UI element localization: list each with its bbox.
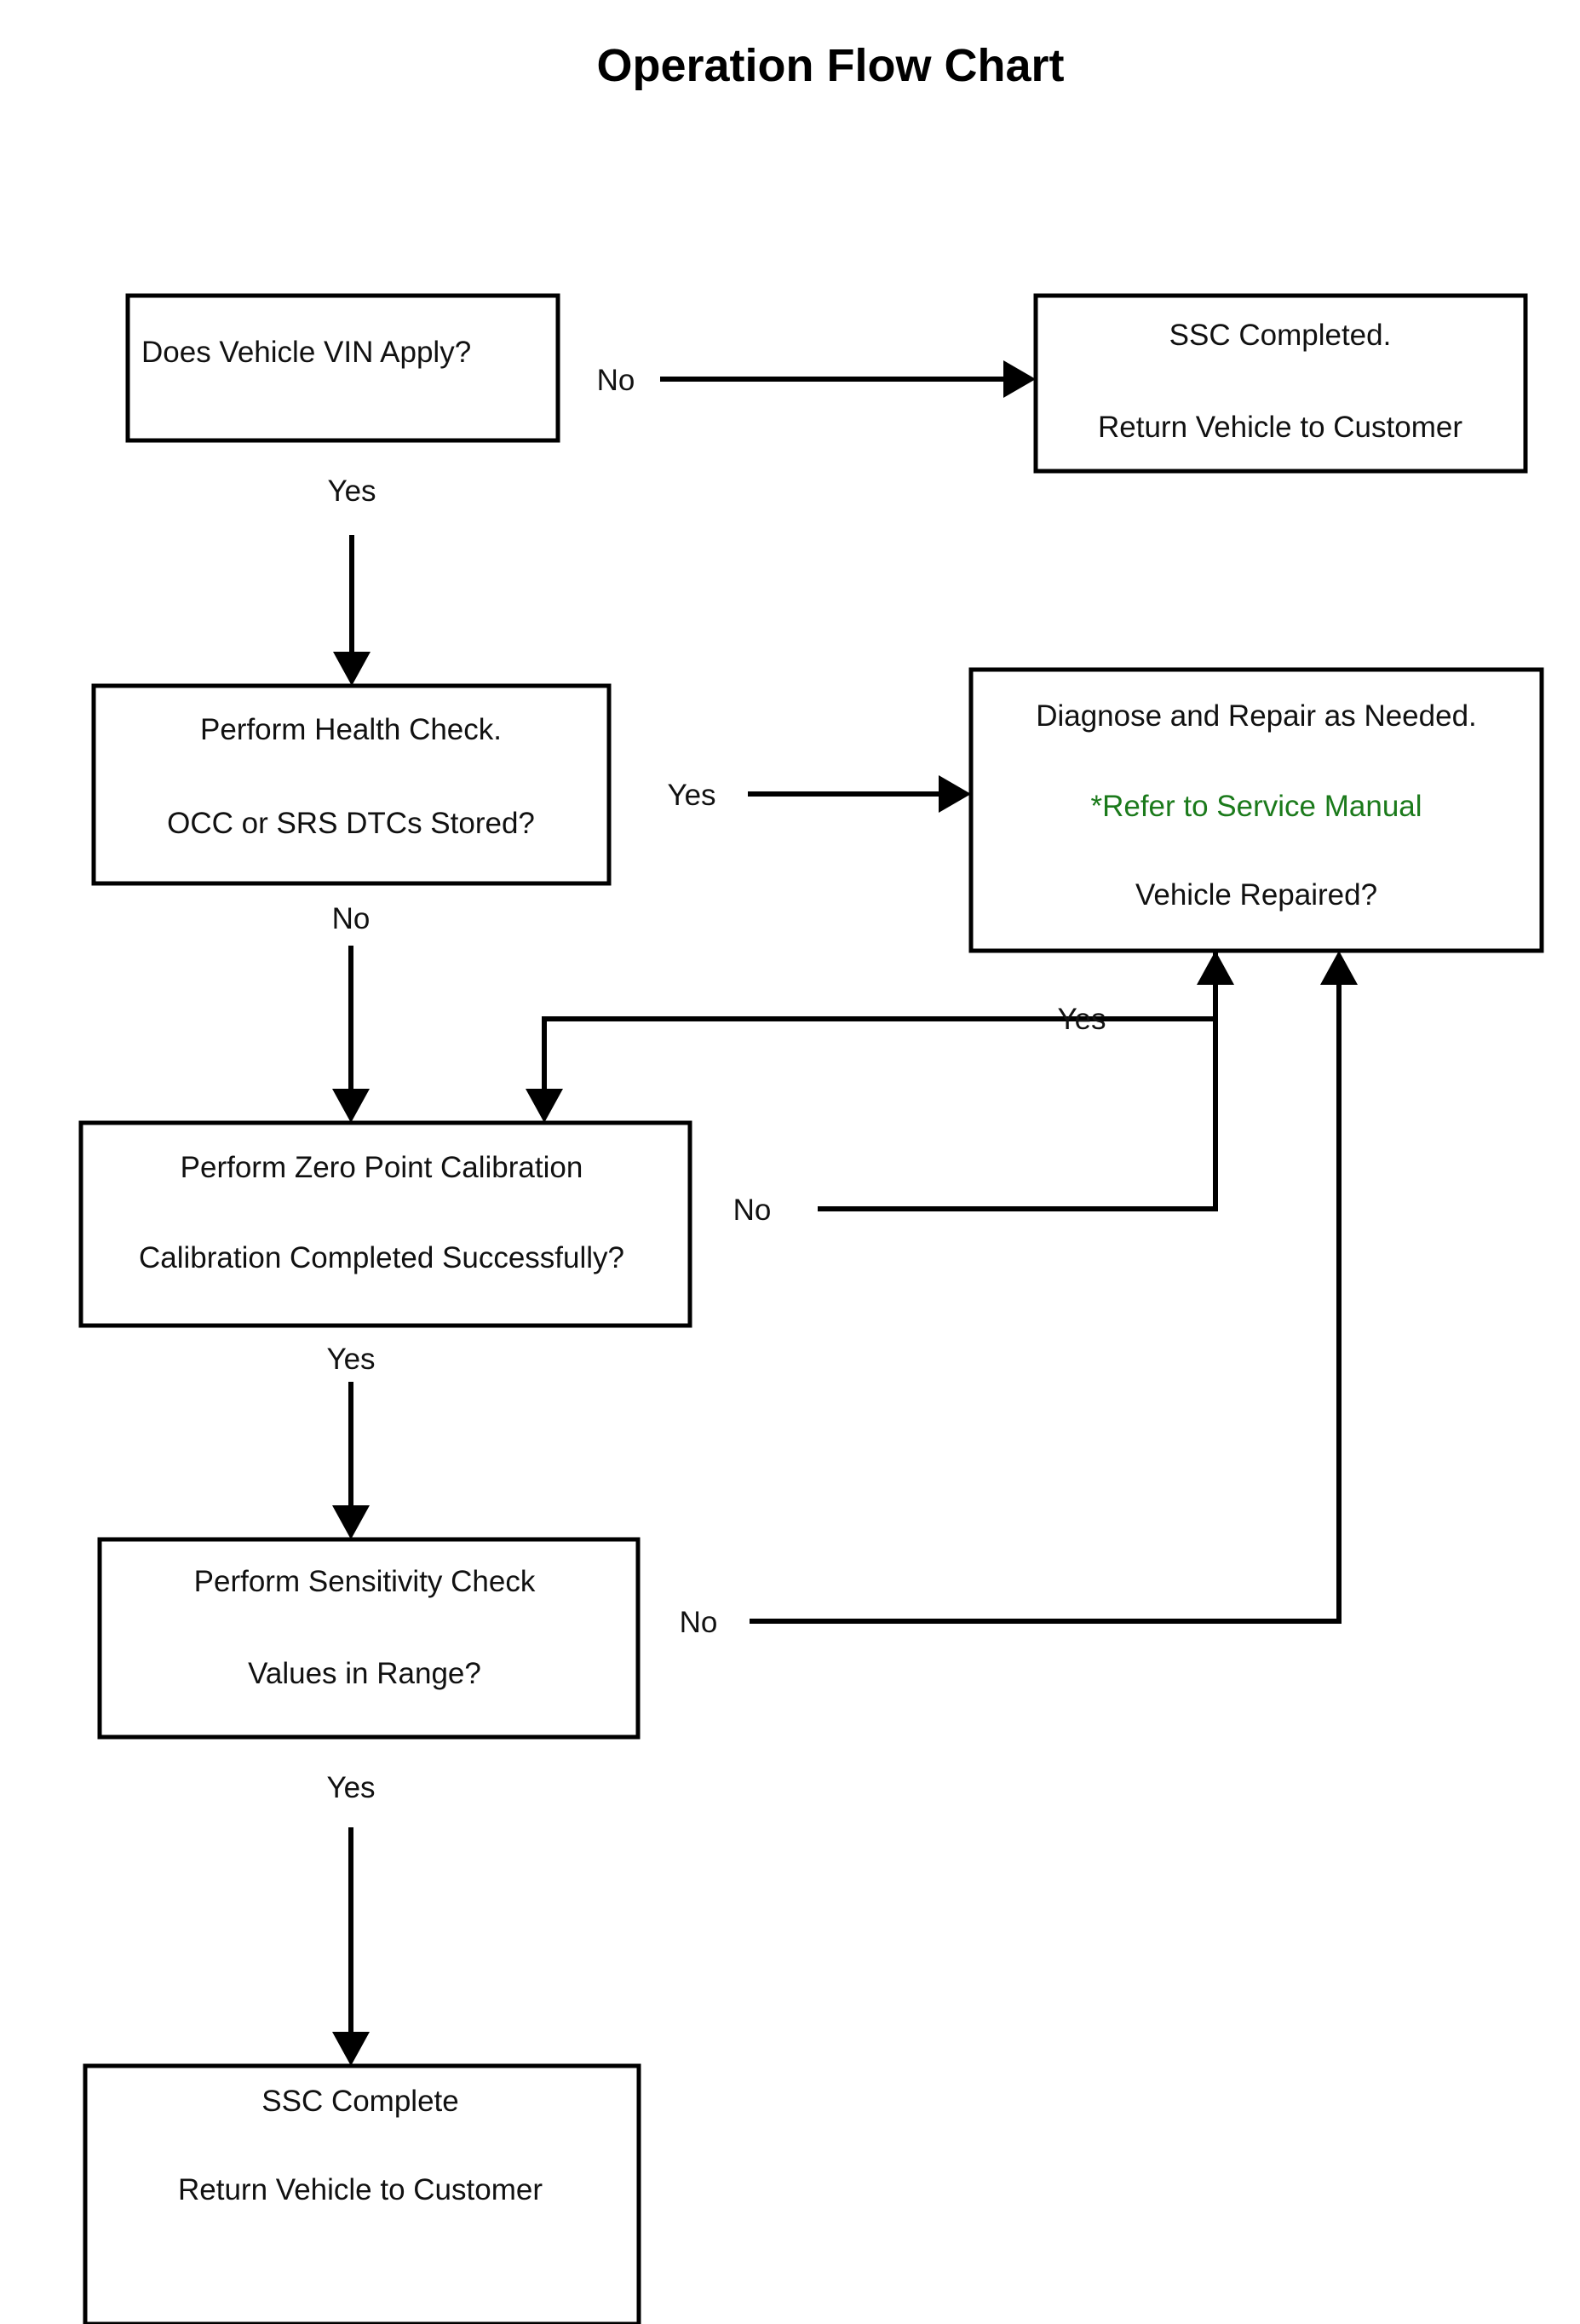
edge-label-sensitivity-yes: Yes <box>326 1771 375 1804</box>
edge-label-diagnose-yes: Yes <box>1057 1003 1106 1036</box>
arrow-head-icon <box>526 1089 563 1123</box>
arrow-head-icon <box>332 2032 370 2066</box>
node-sensitivity-box[interactable] <box>97 1537 641 1740</box>
edge-zero-yes: Yes <box>326 1343 376 1539</box>
edge-zero-no: No <box>733 951 1234 1227</box>
edge-health-yes: Yes <box>667 775 971 813</box>
node-ssc-complete-line2: Return Vehicle to Customer <box>178 2173 543 2206</box>
node-zero-point-line1: Perform Zero Point Calibration <box>181 1151 583 1184</box>
node-diagnose-line1: Diagnose and Repair as Needed. <box>1036 699 1477 733</box>
edge-sensitivity-yes: Yes <box>326 1771 376 2066</box>
edge-label-zero-no: No <box>733 1194 772 1227</box>
node-ssc-complete-line1: SSC Complete <box>261 2085 458 2118</box>
arrow-head-icon <box>332 1089 370 1123</box>
node-diagnose-line3: Vehicle Repaired? <box>1135 878 1377 912</box>
arrow-head-icon <box>333 652 371 686</box>
node-diagnose-line2-service-manual: *Refer to Service Manual <box>1090 790 1422 823</box>
edge-health-no: No <box>332 902 371 1123</box>
arrow-head-icon <box>1003 360 1036 398</box>
node-diagnose-box[interactable] <box>968 667 1544 953</box>
node-zero-point-box[interactable] <box>78 1120 692 1328</box>
node-health-check-line1: Perform Health Check. <box>200 713 502 746</box>
edge-label-vin-no: No <box>597 364 635 397</box>
node-health-check-box[interactable] <box>91 683 612 886</box>
node-ssc-completed-line1: SSC Completed. <box>1169 319 1392 352</box>
node-vin-box[interactable] <box>125 293 560 443</box>
edge-diagnose-yes: Yes <box>526 951 1218 1123</box>
edge-label-zero-yes: Yes <box>326 1343 375 1376</box>
edge-vin-no: No <box>597 360 1036 398</box>
page-title: Operation Flow Chart <box>596 40 1064 91</box>
node-sensitivity-line1: Perform Sensitivity Check <box>194 1565 536 1598</box>
edge-vin-yes: Yes <box>327 475 376 686</box>
node-ssc-completed-line2: Return Vehicle to Customer <box>1098 411 1462 444</box>
node-zero-point-line2: Calibration Completed Successfully? <box>139 1241 624 1274</box>
arrow-head-icon <box>332 1505 370 1539</box>
node-sensitivity-line2: Values in Range? <box>248 1657 481 1690</box>
node-ssc-complete-box[interactable] <box>83 2063 641 2324</box>
arrow-head-icon <box>1320 951 1358 985</box>
node-ssc-completed-box[interactable] <box>1033 293 1528 474</box>
edge-label-vin-yes: Yes <box>327 475 376 508</box>
edge-sensitivity-no: No <box>680 951 1358 1639</box>
edge-label-health-no: No <box>332 902 371 935</box>
arrow-head-icon <box>939 775 971 813</box>
arrow-head-icon <box>1197 951 1234 985</box>
node-health-check-line2: OCC or SRS DTCs Stored? <box>167 807 535 840</box>
edge-label-sensitivity-no: No <box>680 1606 718 1639</box>
node-vin-line1: Does Vehicle VIN Apply? <box>141 336 471 369</box>
edge-label-health-yes: Yes <box>667 779 715 812</box>
